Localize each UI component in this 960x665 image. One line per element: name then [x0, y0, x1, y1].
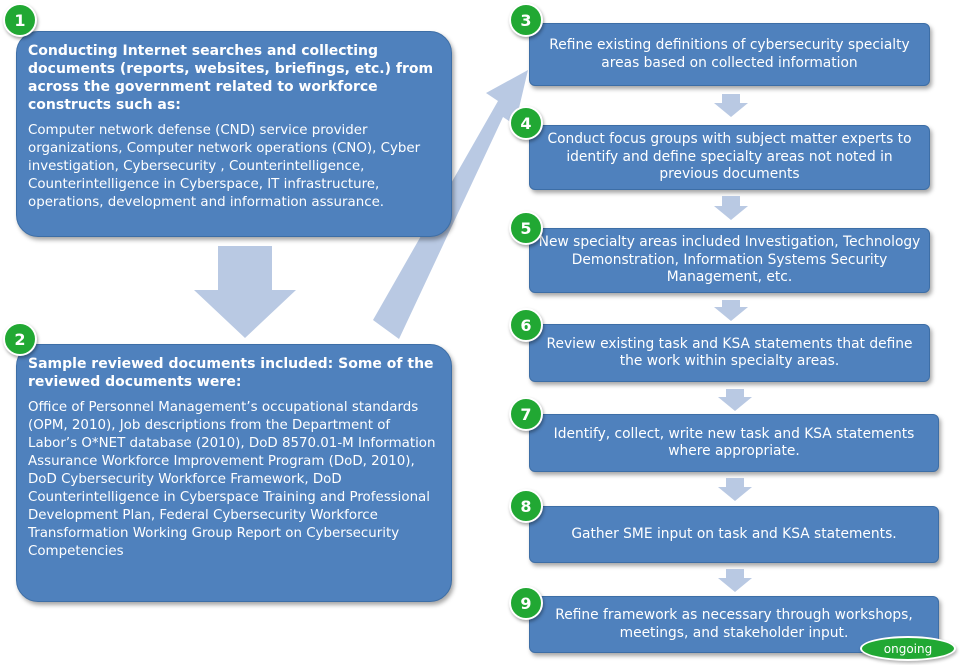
step-1-body: Computer network defense (CND) service p…	[28, 123, 421, 210]
step-6-badge: 6	[509, 308, 543, 342]
step-6-box: Review existing task and KSA statements …	[529, 324, 930, 382]
step-5-box: New specialty areas included Investigati…	[529, 228, 930, 293]
step-5-text: New specialty areas included Investigati…	[538, 234, 921, 286]
step-3-text: Refine existing definitions of cybersecu…	[549, 37, 910, 71]
step-1-box: Conducting Internet searches and collect…	[16, 31, 452, 237]
step-9-text: Refine framework as necessary through wo…	[555, 607, 913, 641]
step-3-box: Refine existing definitions of cybersecu…	[529, 23, 930, 86]
step-8-badge: 8	[509, 489, 543, 523]
step-8-box: Gather SME input on task and KSA stateme…	[529, 506, 939, 563]
down-arrow-1-to-2	[194, 246, 296, 338]
step-7-box: Identify, collect, write new task and KS…	[529, 414, 939, 472]
step-2-box: Sample reviewed documents included: Some…	[16, 344, 452, 602]
step-8-text: Gather SME input on task and KSA stateme…	[571, 525, 897, 542]
step-1-title: Conducting Internet searches and collect…	[28, 43, 434, 113]
step-6-text: Review existing task and KSA statements …	[546, 335, 913, 370]
step-2-body: Office of Personnel Management’s occupat…	[28, 400, 436, 559]
step-9-box: Refine framework as necessary through wo…	[529, 596, 939, 653]
step-4-box: Conduct focus groups with subject matter…	[529, 125, 930, 190]
step-7-badge: 7	[509, 397, 543, 431]
step-9-badge: 9	[509, 586, 543, 620]
step-7-text: Identify, collect, write new task and KS…	[553, 425, 915, 460]
step-2-title: Sample reviewed documents included: Some…	[28, 356, 434, 390]
step-3-badge: 3	[509, 3, 543, 37]
ongoing-badge: ongoing	[860, 636, 956, 661]
step-4-text: Conduct focus groups with subject matter…	[547, 131, 912, 183]
step-4-badge: 4	[509, 106, 543, 140]
step-5-badge: 5	[509, 211, 543, 245]
step-1-badge: 1	[3, 3, 37, 37]
step-2-badge: 2	[3, 322, 37, 356]
